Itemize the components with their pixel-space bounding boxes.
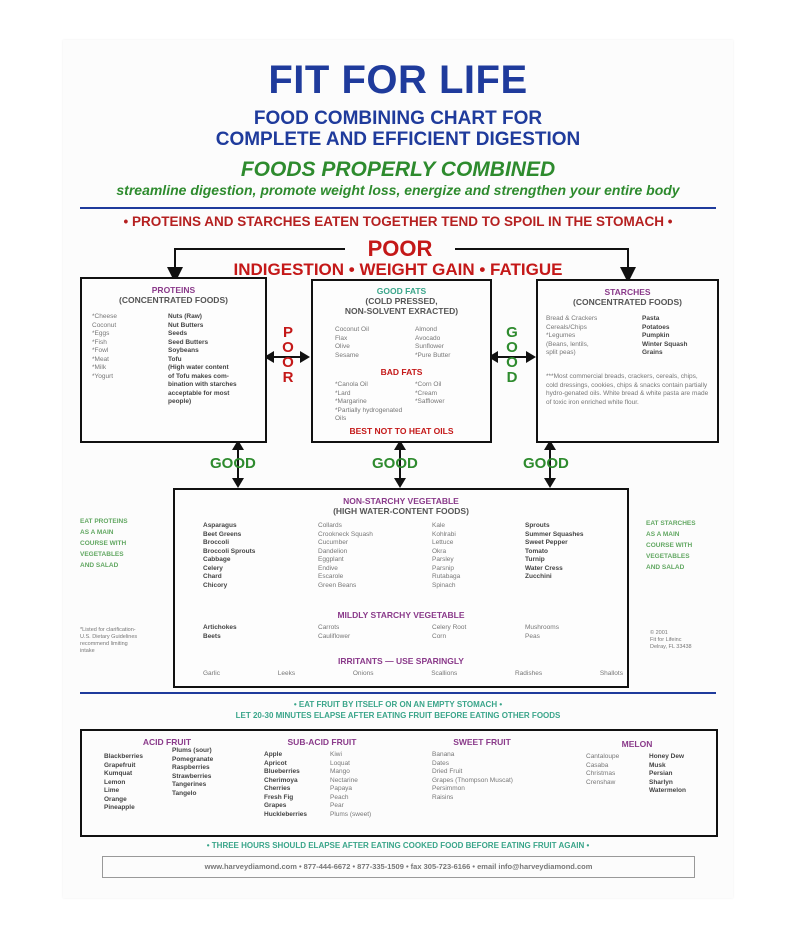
divider-fruit [80, 692, 716, 694]
green-tagline: streamline digestion, promote weight los… [116, 182, 680, 198]
fats-subtitle1: (COLD PRESSED, [365, 296, 438, 306]
acid-fruit-title: ACID FRUIT [142, 737, 192, 747]
bad-fats-col2: *Corn Oil*Cream*Safflower [415, 381, 445, 405]
green-heading: FOODS PROPERLY COMBINED [240, 158, 556, 181]
good-center-label: GOOD [372, 455, 418, 472]
proteins-title: PROTEINS [151, 285, 196, 295]
irritants-title: IRRITANTS — USE SPARINGLY [338, 656, 464, 666]
fats-subtitle2: NON-SOLVENT EXRACTED) [344, 306, 459, 316]
subacid-fruit-title: SUB-ACID FRUIT [287, 737, 357, 747]
good-right-label: GOOD [523, 455, 569, 472]
starches-title: STARCHES [604, 287, 651, 297]
three-hours-rule: • THREE HOURS SHOULD ELAPSE AFTER EATING… [206, 841, 590, 850]
divider-top [80, 207, 716, 209]
bad-fats-title: BAD FATS [380, 367, 423, 377]
poor-effects: INDIGESTION • WEIGHT GAIN • FATIGUE [233, 260, 563, 279]
left-footnote: *Listed for clarification-U.S. Dietary G… [80, 627, 138, 654]
warning-line: • PROTEINS AND STARCHES EATEN TOGETHER T… [123, 214, 673, 229]
subtitle-line1: FOOD COMBINING CHART FOR [253, 108, 543, 129]
fruit-rule-line2: LET 20-30 MINUTES ELAPSE AFTER EATING FR… [235, 711, 561, 720]
vegetables-title: NON-STARCHY VEGETABLE [343, 496, 459, 506]
contact-footer: www.harveydiamond.com • 877-444-6672 • 8… [102, 856, 695, 878]
arrow-down-icon [455, 248, 636, 283]
vegetables-subtitle: (HIGH WATER-CONTENT FOODS) [333, 506, 469, 516]
mild-starchy-title: MILDLY STARCHY VEGETABLE [337, 610, 465, 620]
fats-box: GOOD FATS (COLD PRESSED, NON-SOLVENT EXR… [311, 279, 492, 443]
melon-title: MELON [621, 739, 653, 749]
subtitle-line2: COMPLETE AND EFFICIENT DIGESTION [215, 129, 581, 150]
sweet-fruit-title: SWEET FRUIT [453, 737, 511, 747]
bad-fats-col1: *Canola Oil*Lard*Margarine*Partially hyd… [335, 381, 403, 422]
poor-label: POOR [367, 236, 433, 261]
vegetables-box: NON-STARCHY VEGETABLE (HIGH WATER-CONTEN… [173, 488, 629, 688]
arrow-down-icon [167, 248, 345, 283]
starches-box: STARCHES (CONCENTRATED FOODS) Bread & Cr… [536, 279, 719, 443]
good-left-label: GOOD [210, 455, 256, 472]
proteins-subtitle: (CONCENTRATED FOODS) [119, 295, 228, 305]
starches-note: ***Most commercial breads, crackers, cer… [546, 373, 709, 406]
starches-subtitle: (CONCENTRATED FOODS) [573, 297, 682, 307]
page-title: FIT FOR LIFE [268, 58, 528, 102]
good-fats-title: GOOD FATS [376, 286, 427, 296]
fruit-rule-line1: • EAT FRUIT BY ITSELF OR ON AN EMPTY STO… [293, 700, 503, 709]
best-not-heat: BEST NOT TO HEAT OILS [349, 426, 454, 436]
chart-sheet [63, 40, 733, 898]
